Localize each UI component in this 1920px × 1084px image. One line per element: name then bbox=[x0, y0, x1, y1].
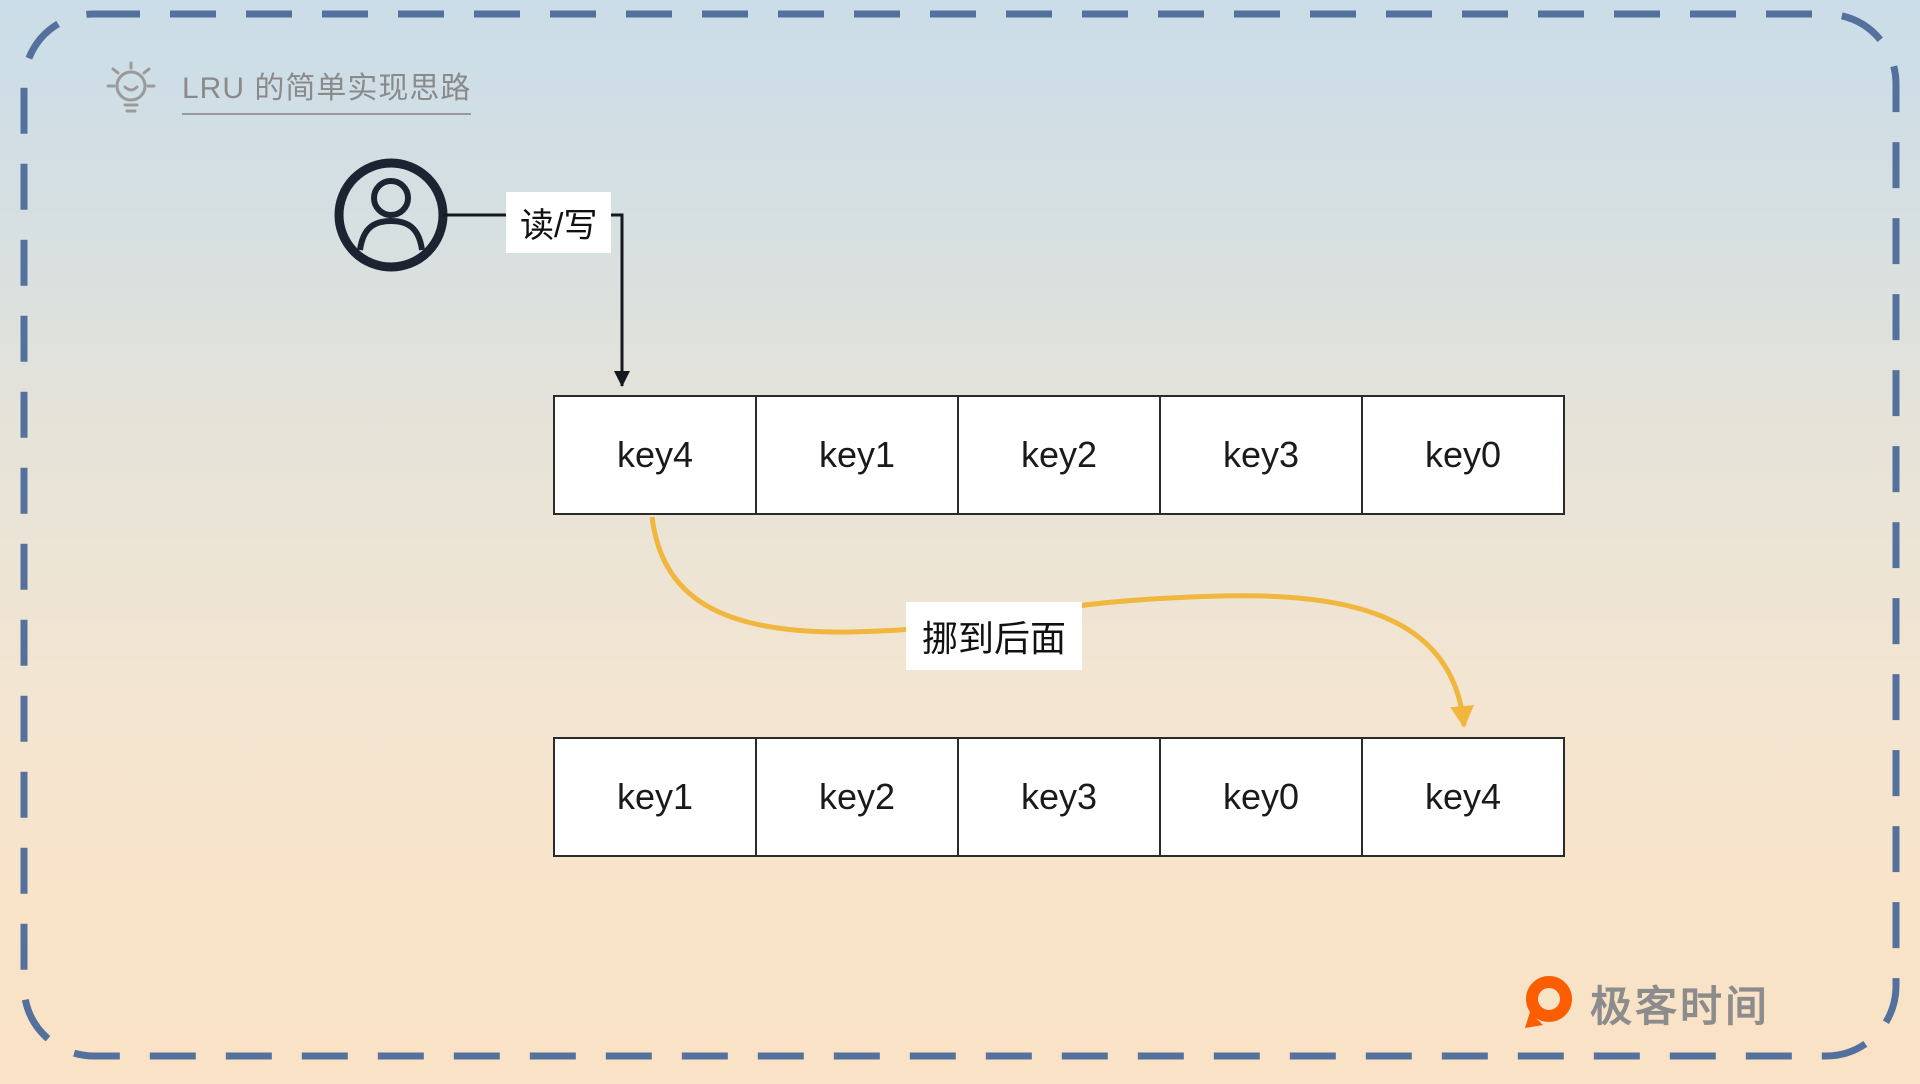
array-after-access: key1 key2 key3 key0 key4 bbox=[553, 737, 1565, 857]
array-cell: key4 bbox=[1363, 737, 1565, 857]
array-cell: key0 bbox=[1161, 737, 1363, 857]
logo-text: 极客时间 bbox=[1590, 982, 1771, 1030]
array-cell: key3 bbox=[1161, 395, 1363, 515]
array-cell: key3 bbox=[959, 737, 1161, 857]
array-cell: key1 bbox=[553, 737, 757, 857]
array-cell: key2 bbox=[959, 395, 1161, 515]
title-text: LRU 的简单实现思路 bbox=[182, 63, 472, 115]
lightbulb-icon bbox=[106, 61, 156, 113]
geektime-logo: 极客时间 bbox=[1520, 972, 1770, 1034]
array-cell: key2 bbox=[757, 737, 959, 857]
move-to-back-label: 挪到后面 bbox=[906, 602, 1083, 670]
user-icon bbox=[334, 158, 448, 272]
array-cell: key4 bbox=[553, 395, 757, 515]
array-cell: key1 bbox=[757, 395, 959, 515]
read-write-label: 读/写 bbox=[506, 192, 612, 253]
array-before-access: key4 key1 key2 key3 key0 bbox=[553, 395, 1565, 515]
array-cell: key0 bbox=[1363, 395, 1565, 515]
title: LRU 的简单实现思路 bbox=[98, 56, 472, 122]
geektime-logo-icon bbox=[1525, 976, 1572, 1028]
